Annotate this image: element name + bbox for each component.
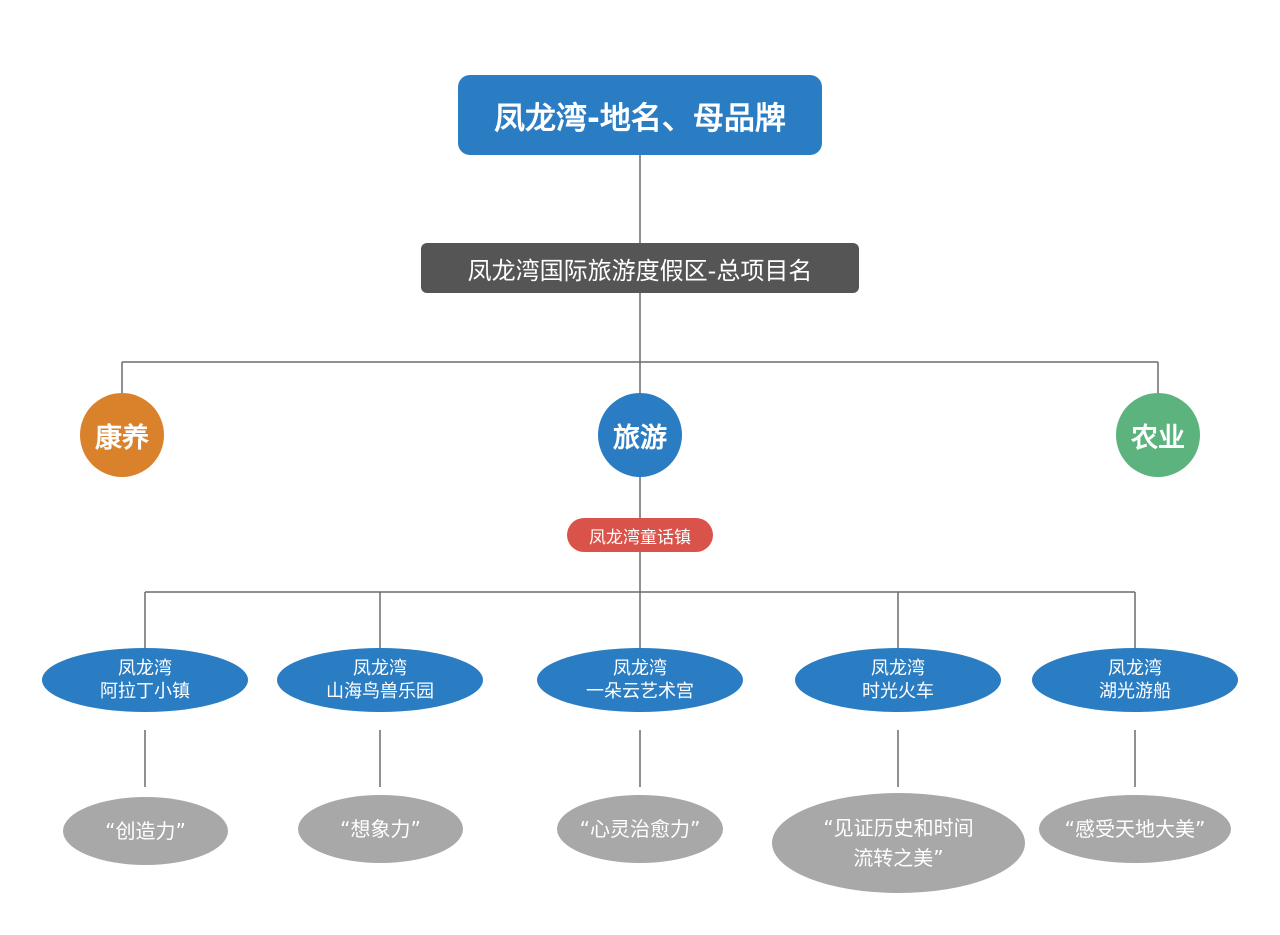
attraction-brand: 凤龙湾 (871, 657, 925, 679)
attraction-brand: 凤龙湾 (613, 657, 667, 679)
parent-brand-box: 凤龙湾-地名、母品牌 (458, 75, 822, 155)
sub-brand-pill: 凤龙湾童话镇 (567, 518, 713, 552)
project-name-box: 凤龙湾国际旅游度假区-总项目名 (421, 243, 859, 293)
tagline-text: “心灵治愈力” (579, 817, 701, 841)
category-tourism: 旅游 (598, 393, 682, 477)
tagline-node: “感受天地大美” (1039, 795, 1231, 863)
tagline-text: “见证历史和时间 (823, 816, 974, 840)
category-agriculture: 农业 (1116, 393, 1200, 477)
tagline-text: “创造力” (105, 819, 186, 843)
tagline-node: “心灵治愈力” (557, 795, 723, 863)
tagline-text: “想象力” (340, 817, 421, 841)
attraction-name: 湖光游船 (1099, 681, 1171, 702)
parent-brand-label: 凤龙湾-地名、母品牌 (494, 100, 786, 137)
attraction-name: 时光火车 (862, 681, 934, 702)
category-label: 农业 (1131, 422, 1185, 454)
attraction-brand: 凤龙湾 (353, 657, 407, 679)
attraction-name: 阿拉丁小镇 (100, 681, 190, 702)
attraction-name: 山海鸟兽乐园 (326, 681, 434, 702)
attraction-node: 凤龙湾 湖光游船 (1032, 648, 1238, 712)
attraction-brand: 凤龙湾 (1108, 657, 1162, 679)
tagline-node: “想象力” (298, 795, 463, 863)
category-label: 康养 (95, 422, 149, 454)
sub-brand-label: 凤龙湾童话镇 (589, 527, 691, 548)
tagline-text: 流转之美” (853, 846, 944, 870)
attraction-node: 凤龙湾 山海鸟兽乐园 (277, 648, 483, 712)
tagline-text: “感受天地大美” (1064, 817, 1206, 841)
attraction-node: 凤龙湾 阿拉丁小镇 (42, 648, 248, 712)
tagline-node: “创造力” (63, 797, 228, 865)
tagline-node: “见证历史和时间 流转之美” (772, 793, 1025, 893)
attraction-node: 凤龙湾 时光火车 (795, 648, 1001, 712)
attraction-brand: 凤龙湾 (118, 657, 172, 679)
attraction-name: 一朵云艺术宫 (586, 681, 694, 702)
category-label: 旅游 (613, 422, 667, 454)
attraction-node: 凤龙湾 一朵云艺术宫 (537, 648, 743, 712)
project-name-label: 凤龙湾国际旅游度假区-总项目名 (467, 256, 813, 285)
category-wellness: 康养 (80, 393, 164, 477)
